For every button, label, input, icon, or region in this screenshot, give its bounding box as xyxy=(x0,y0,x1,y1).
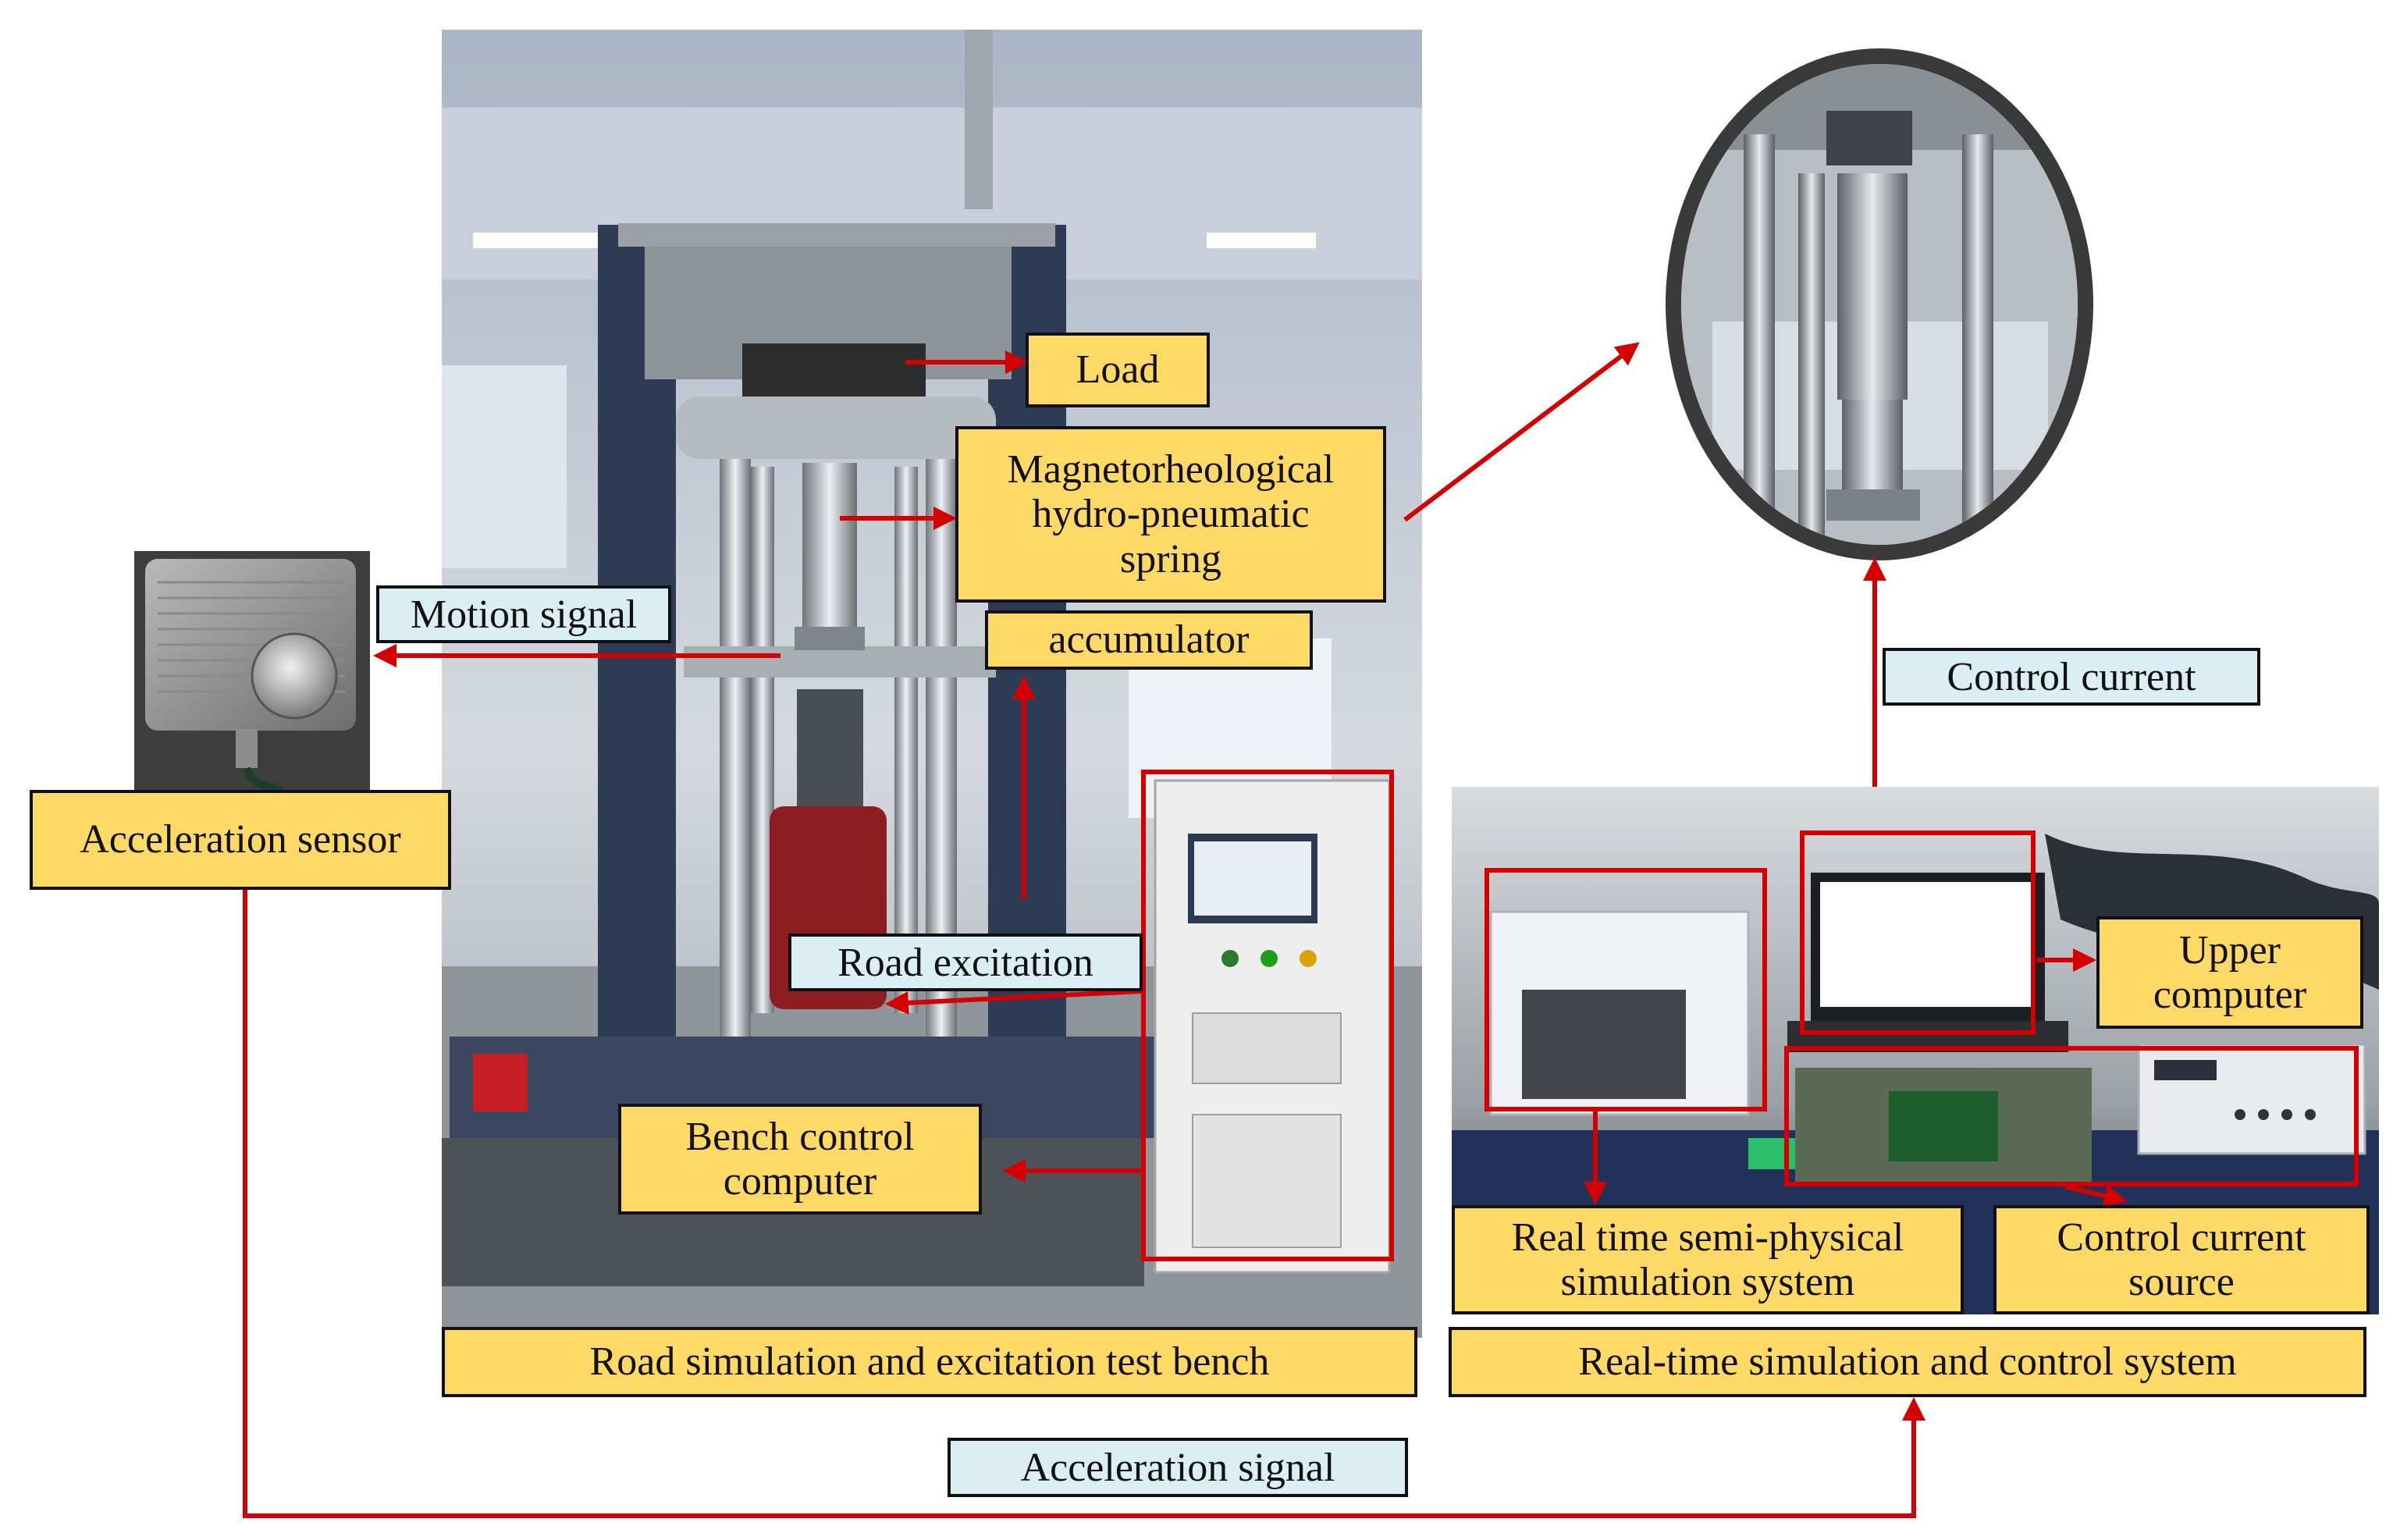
road-excitation-label: Road excitation xyxy=(788,934,1143,991)
rt-semi-physical-label: Real time semi-physical simulation syste… xyxy=(1452,1205,1964,1314)
control-current-source-highlight xyxy=(1784,1046,2359,1186)
control-current-label: Control current xyxy=(1883,648,2260,706)
road-bench-label: Road simulation and excitation test benc… xyxy=(442,1327,1417,1397)
mr-spring-label: Magnetorheological hydro-pneumatic sprin… xyxy=(955,426,1386,603)
bench-control-computer-label: Bench control computer xyxy=(618,1104,982,1215)
load-label: Load xyxy=(1026,333,1210,407)
control-current-source-label: Control current source xyxy=(1993,1205,2370,1314)
bench-control-computer-highlight xyxy=(1141,770,1394,1261)
acceleration-signal-label: Acceleration signal xyxy=(948,1438,1408,1497)
rt-semi-physical-highlight xyxy=(1485,868,1767,1111)
rt-control-system-label: Real-time simulation and control system xyxy=(1449,1327,2366,1397)
upper-computer-label: Upper computer xyxy=(2096,916,2363,1029)
upper-computer-highlight xyxy=(1800,830,2036,1035)
accumulator-label: accumulator xyxy=(985,610,1313,670)
acceleration-sensor-photo xyxy=(134,551,370,791)
spring-to-closeup-arrow xyxy=(1403,342,1640,522)
mr-spring-closeup-photo xyxy=(1666,48,2093,560)
acceleration-sensor-label: Acceleration sensor xyxy=(30,790,451,890)
motion-signal-label: Motion signal xyxy=(376,585,671,643)
